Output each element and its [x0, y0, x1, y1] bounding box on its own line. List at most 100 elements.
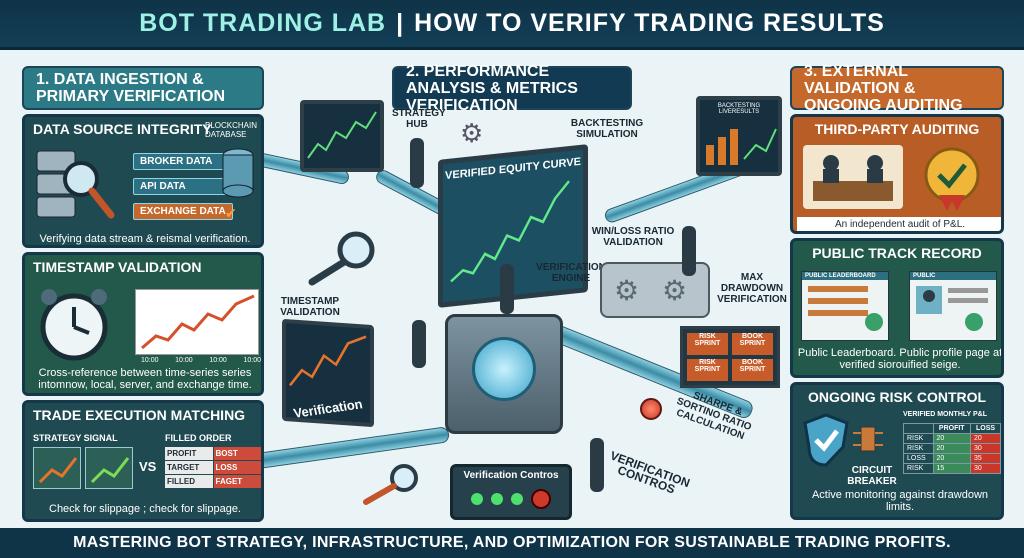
timestamp-tick: 10:00	[141, 357, 159, 364]
page-header: BOT TRADING LAB | HOW TO VERIFY TRADING …	[0, 0, 1024, 50]
auditor-illustration	[803, 145, 903, 209]
table-cell: 20	[932, 443, 972, 454]
footer-text: MASTERING BOT STRATEGY, INFRASTRUCTURE, …	[73, 534, 951, 551]
auditing-caption: An independent audit of P&L.	[797, 217, 1001, 231]
auditing-title: THIRD-PARTY AUDITING	[814, 121, 980, 137]
timestamp-tick: 10:00	[209, 357, 227, 364]
table-row: RISK 20 30	[903, 443, 1001, 454]
timestamp-caption: Cross-reference between time-series seri…	[38, 367, 252, 391]
table-cell: 35	[970, 453, 1001, 464]
backtest-monitor: BACKTESTING LIVERESULTS	[696, 96, 782, 176]
magnifier-icon	[358, 462, 428, 508]
timestamp-tick: 10:00	[243, 357, 261, 364]
trade-matching-panel: TRADE EXECUTION MATCHING STRATEGY SIGNAL…	[22, 400, 264, 522]
filled-cell: BOST	[213, 447, 261, 460]
data-source-caption: Verifying data stream & reismal verifica…	[39, 233, 251, 245]
max-drawdown-label: MAX DRAWDOWN VERIFICATION	[717, 272, 787, 305]
table-row: LOSS 20 35	[903, 453, 1001, 464]
database-icon	[221, 147, 255, 203]
page-title: HOW TO VERIFY TRADING RESULTS	[414, 9, 885, 37]
person-figure	[410, 138, 424, 188]
api-data-tag: API DATA	[133, 178, 233, 195]
mini-card: BOOK SPRINT	[732, 359, 773, 381]
mini-card: RISK SPRINT	[687, 333, 728, 355]
backtest-screen-label: BACKTESTING LIVERESULTS	[717, 103, 761, 115]
timestamp-title: TIMESTAMP VALIDATION	[33, 259, 202, 275]
engine-light	[472, 337, 536, 401]
track-record-caption: Public Leaderboard. Public profile page …	[797, 347, 1003, 371]
page-footer: MASTERING BOT STRATEGY, INFRASTRUCTURE, …	[0, 528, 1024, 558]
section1-heading-text: 1. DATA INGESTION & PRIMARY VERIFICATION	[36, 71, 226, 105]
status-light	[511, 493, 523, 505]
filled-cell: LOSS	[213, 461, 261, 474]
table-cell: RISK	[903, 433, 934, 444]
verification-screen: Verification	[282, 318, 374, 428]
monitor-chart	[300, 100, 384, 172]
table-cell: RISK	[903, 443, 934, 454]
table-row: RISK 15 30	[903, 463, 1001, 474]
alarm-light-icon	[640, 398, 662, 420]
mini-cards-screen: RISK SPRINT BOOK SPRINT RISK SPRINT BOOK…	[680, 326, 780, 388]
shield-icon	[803, 413, 849, 467]
alarm-clock-icon	[35, 285, 113, 363]
gear-icon: ⚙	[614, 275, 640, 306]
leaderboard-label: PUBLIC LEADERBOARD	[802, 272, 888, 280]
verification-screen-label: Verification	[292, 396, 364, 421]
risk-control-caption: Active monitoring against drawdown limit…	[811, 489, 989, 513]
table-cell: 20	[970, 433, 1001, 444]
monthly-pl-title: VERIFIED MONTHLY P&L	[903, 411, 988, 418]
check-icon: ✔	[225, 205, 237, 221]
signal-chart-1	[33, 447, 81, 489]
title-separator: |	[396, 9, 405, 37]
filled-cell: FAGET	[213, 475, 261, 488]
blockchain-label: BLOCKCHAIN DATABASE	[205, 121, 258, 139]
circuit-breaker-label: CIRCUIT BREAKER	[847, 465, 897, 487]
table-header: LOSS	[970, 423, 1001, 434]
data-source-title: DATA SOURCE INTEGRITY	[33, 121, 212, 137]
verification-engine-core	[445, 314, 563, 434]
section2-heading: 2. PERFORMANCE ANALYSIS & METRICS VERIFI…	[392, 63, 632, 114]
data-source-panel: DATA SOURCE INTEGRITY BLOCKCHAIN DATABAS…	[22, 114, 264, 248]
stop-button[interactable]	[531, 489, 551, 509]
filled-cell: PROFIT	[165, 447, 213, 460]
risk-control-panel: ONGOING RISK CONTROL CIRCUIT BREAKER VER…	[790, 382, 1004, 520]
person-figure	[412, 320, 426, 368]
table-cell: 20	[932, 433, 972, 444]
win-loss-label: WIN/LOSS RATIO VALIDATION	[591, 226, 675, 248]
strategy-signal-label: STRATEGY SIGNAL	[33, 433, 118, 443]
vs-label: VS	[139, 459, 157, 474]
strategy-hub-label: STRATEGY HUB	[392, 108, 446, 130]
track-record-panel: PUBLIC TRACK RECORD PUBLIC LEADERBOARD P…	[790, 238, 1004, 378]
gear-icon: ⚙	[460, 118, 484, 148]
verification-controls-title: Verification Contros	[463, 470, 559, 481]
verification-controls-label: VERIFICATION CONTROS	[608, 448, 692, 497]
trade-matching-title: TRADE EXECUTION MATCHING	[33, 407, 246, 423]
table-cell: RISK	[903, 463, 934, 474]
risk-control-title: ONGOING RISK CONTROL	[807, 389, 987, 405]
table-cell: 15	[932, 463, 972, 474]
magnifier-icon	[300, 228, 380, 288]
gear-icon: ⚙	[662, 275, 688, 306]
public-profile-label: PUBLIC	[910, 272, 996, 280]
track-record-title: PUBLIC TRACK RECORD	[812, 245, 982, 261]
timestamp-panel: TIMESTAMP VALIDATION 10:00 10:00 10:00 1…	[22, 252, 264, 396]
trade-matching-caption: Check for slippage ; check for slippage.	[49, 503, 241, 515]
timestamp-tick: 10:00	[175, 357, 193, 364]
backtesting-label: BACKTESTING SIMULATION	[570, 118, 644, 140]
certified-seal-icon	[917, 143, 987, 213]
circuit-icon	[853, 419, 883, 459]
signal-chart-2	[85, 447, 133, 489]
timestamp-validation-label: TIMESTAMP VALIDATION	[280, 296, 340, 318]
verification-controls-panel: Verification Contros	[450, 464, 572, 520]
section3-heading-text: 3. EXTERNAL VALIDATION & ONGOING AUDITIN…	[804, 62, 963, 114]
auditing-panel: THIRD-PARTY AUDITING An independent audi…	[790, 114, 1004, 234]
table-cell: 30	[970, 443, 1001, 454]
table-header	[903, 423, 934, 434]
person-figure	[500, 264, 514, 314]
section3-heading: 3. EXTERNAL VALIDATION & ONGOING AUDITIN…	[790, 63, 1004, 114]
public-profile-card: PUBLIC	[909, 271, 997, 341]
filled-cell: FILLED	[165, 475, 213, 488]
timestamp-chart	[135, 289, 259, 355]
monthly-pl-table: PROFIT LOSS RISK 20 20 RISK 20 30 LOSS 2…	[903, 423, 1001, 474]
brand-title: BOT TRADING LAB	[139, 9, 387, 37]
